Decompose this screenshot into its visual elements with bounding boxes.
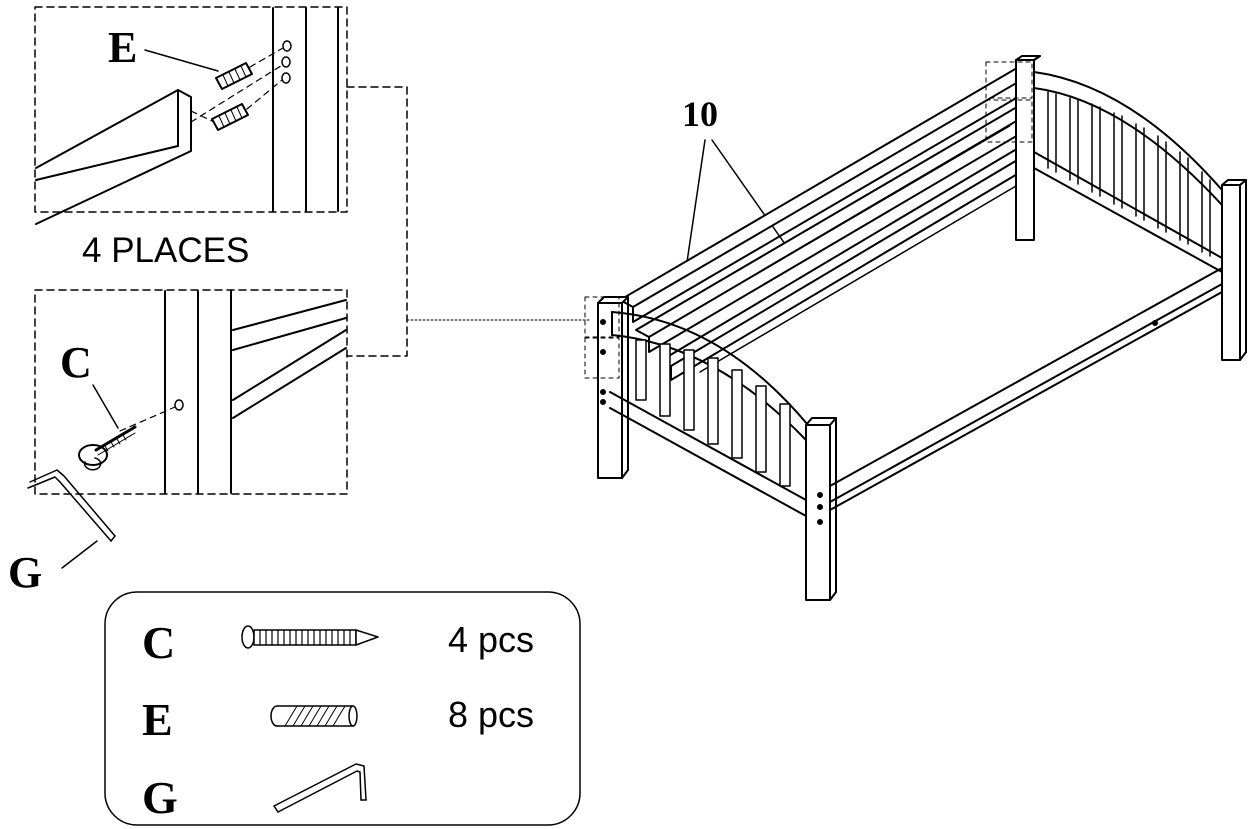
daybed-frame: 10 <box>584 55 1247 601</box>
dowel-holes <box>281 40 292 84</box>
part-label-c: C <box>60 338 92 387</box>
detail-screw-insertion: C <box>34 289 348 495</box>
detail-frame-top <box>34 6 348 213</box>
part-label-e: E <box>108 23 137 72</box>
detail-frame-bottom <box>34 289 348 495</box>
back-lower-rail <box>699 185 1017 373</box>
post-section <box>272 7 339 212</box>
far-end-panel <box>1015 55 1247 361</box>
tool-label-g: G <box>8 548 42 597</box>
legend-qty-c: 4 pcs <box>448 619 534 660</box>
leader-c <box>92 384 119 429</box>
leader-10-left <box>686 139 706 263</box>
screw-icon <box>241 625 379 649</box>
legend-qty-e: 8 pcs <box>448 694 534 735</box>
rail-side <box>232 299 347 419</box>
near-end-panel <box>597 296 837 601</box>
rail-end <box>35 89 192 225</box>
detail-dowel-insertion: E <box>34 6 348 225</box>
legend-frame <box>104 591 581 826</box>
leader-g <box>61 540 98 569</box>
leader-10-right <box>711 139 786 245</box>
allen-key-icon <box>27 469 116 542</box>
leader-e <box>144 49 219 72</box>
legend-letter-c: C <box>142 617 175 668</box>
dowel-lower <box>211 103 249 131</box>
places-caption: 4 PLACES <box>82 231 249 270</box>
dowel-icon <box>270 705 358 727</box>
legend-letter-e: E <box>142 694 173 745</box>
screw-icon <box>78 425 137 471</box>
dowel-upper <box>215 62 253 90</box>
callout-connector <box>346 86 591 357</box>
screw-guide <box>119 406 176 432</box>
hardware-legend: C 4 pcs E <box>104 591 581 826</box>
joint-markers <box>584 61 1033 379</box>
allen-key-icon <box>273 763 367 813</box>
legend-letter-g: G <box>142 772 178 823</box>
screw-hole <box>174 399 184 411</box>
insertion-guides <box>190 47 285 123</box>
front-side-rail <box>829 267 1223 511</box>
part-number-10: 10 <box>682 94 718 134</box>
post-section-lower <box>164 290 232 494</box>
